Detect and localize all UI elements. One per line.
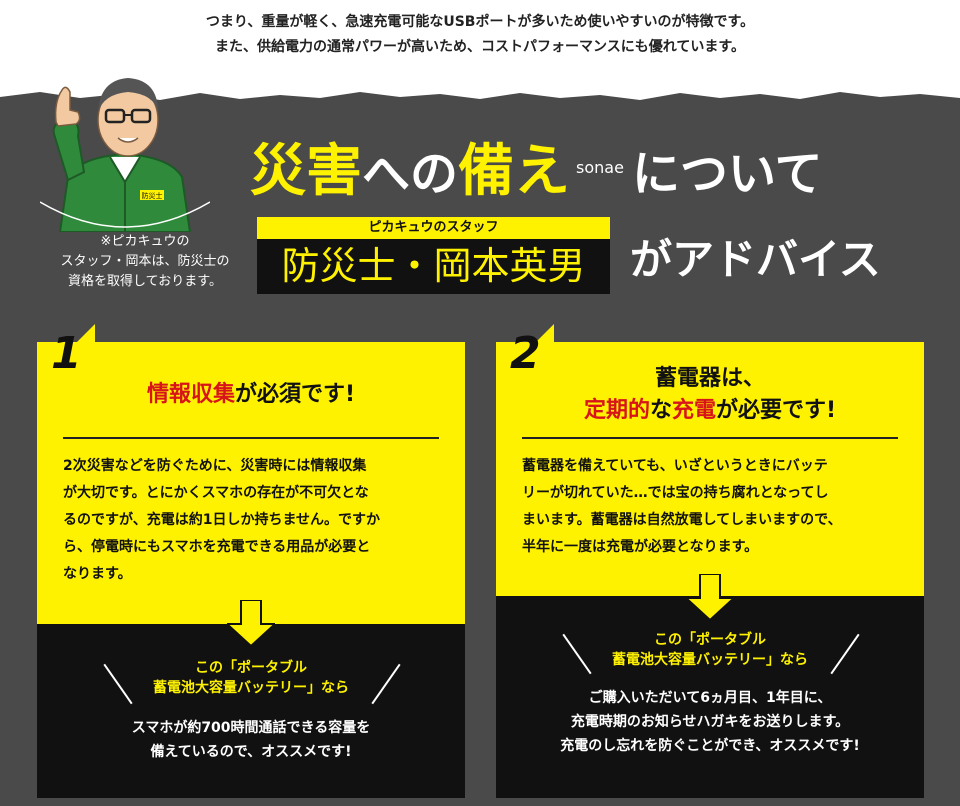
card-1-product-line-2: 蓄電池大容量バッテリー」なら bbox=[153, 680, 349, 696]
card-1-body-line: が大切です。とにかくスマホの存在が不可欠とな bbox=[63, 485, 369, 501]
note-line-3: 資格を取得しております。 bbox=[68, 274, 222, 289]
card-2-body: 蓄電器を備えていても、いざというときにバッテ リーが切れていた…では宝の持ち腐れ… bbox=[522, 453, 842, 561]
card-1-number: 1 bbox=[51, 328, 82, 379]
card-1-result-line: スマホが約700時間通話できる容量を bbox=[131, 720, 371, 736]
advice-card-1: 1 情報収集が必須です! 2次災害などを防ぐために、災害時には情報収集 が大切で… bbox=[37, 324, 465, 798]
card-1-body-line: るのですが、充電は約1日しか持ちません。ですか bbox=[63, 512, 381, 528]
mascot-badge: 防災士 bbox=[142, 191, 163, 200]
card-2-result-line: 充電のし忘れを防ぐことができ、オススメです! bbox=[560, 738, 860, 754]
headline-nitsuite: について bbox=[631, 146, 823, 202]
down-arrow-icon bbox=[227, 600, 275, 648]
note-line-2: スタッフ・岡本は、防災士の bbox=[60, 254, 230, 269]
card-2-title-mid: な bbox=[649, 398, 672, 423]
card-2-title-red-1: 定期的 bbox=[583, 398, 650, 423]
card-2-black-panel bbox=[496, 596, 924, 798]
staff-mascot-illustration: 防災士 bbox=[40, 78, 210, 232]
headline-saigai: 災害 bbox=[250, 139, 362, 204]
note-line-1: ※ピカキュウの bbox=[100, 234, 190, 249]
card-2-title-rest: が必要です! bbox=[716, 398, 837, 423]
card-1-yellow-shape bbox=[37, 324, 465, 624]
card-2-title-red-2: 充電 bbox=[671, 398, 716, 423]
intro-text: つまり、重量が軽く、急速充電可能なUSBポートが多いため使いやすいのが特徴です。… bbox=[0, 10, 960, 60]
card-2-body-line: リーが切れていた…では宝の持ち腐れとなってし bbox=[522, 485, 829, 501]
card-2-body-line: 半年に一度は充電が必要となります。 bbox=[522, 539, 759, 555]
card-1-title: 情報収集が必須です! bbox=[37, 380, 465, 410]
card-2-title-line-2: 定期的な充電が必要です! bbox=[496, 396, 924, 426]
card-1-divider bbox=[63, 437, 439, 439]
headline-sonae: 備え bbox=[458, 139, 571, 204]
card-2-result-line: ご購入いただいて6ヵ月目、1年目に、 bbox=[588, 690, 832, 706]
card-2-number: 2 bbox=[510, 328, 541, 379]
card-2-product: この「ポータブル 蓄電池大容量バッテリー」なら bbox=[496, 630, 924, 670]
card-2-title-line-1: 蓄電器は、 bbox=[654, 366, 765, 391]
card-2-divider bbox=[522, 437, 898, 439]
card-1-black-panel bbox=[37, 624, 465, 798]
staff-label: ピカキュウのスタッフ bbox=[257, 217, 610, 239]
card-1-body-line: なります。 bbox=[63, 566, 132, 582]
card-1-body-line: 2次災害などを防ぐために、災害時には情報収集 bbox=[63, 458, 367, 474]
card-1-product-line-1: この「ポータブル bbox=[195, 660, 307, 676]
page-headline: 災害への備え sonae について bbox=[250, 138, 823, 204]
intro-line-2: また、供給電力の通常パワーが高いため、コストパフォーマンスにも優れています。 bbox=[215, 39, 745, 55]
card-1-body-line: ら、停電時にもスマホを充電できる用品が必要と bbox=[63, 539, 371, 555]
staff-note: ※ピカキュウの スタッフ・岡本は、防災士の 資格を取得しております。 bbox=[20, 232, 270, 292]
card-1-result-line: 備えているので、オススメです! bbox=[150, 744, 352, 760]
intro-line-1: つまり、重量が軽く、急速充電可能なUSBポートが多いため使いやすいのが特徴です。 bbox=[205, 14, 755, 30]
card-2-body-line: 蓄電器を備えていても、いざというときにバッテ bbox=[522, 458, 828, 474]
card-1-title-rest: が必須です! bbox=[234, 382, 356, 407]
card-2-result-line: 充電時期のお知らせハガキをお送りします。 bbox=[570, 714, 850, 730]
advise-text: がアドバイス bbox=[630, 235, 881, 284]
card-2-yellow-shape bbox=[496, 324, 924, 596]
card-2-result: ご購入いただいて6ヵ月目、1年目に、 充電時期のお知らせハガキをお送りします。 … bbox=[496, 686, 924, 758]
down-arrow-icon bbox=[686, 574, 734, 622]
advice-card-2: 2 蓄電器は、 定期的な充電が必要です! 蓄電器を備えていても、いざというときに… bbox=[496, 324, 924, 798]
headline-sonae-romaji: sonae bbox=[576, 158, 624, 177]
card-1-body: 2次災害などを防ぐために、災害時には情報収集 が大切です。とにかくスマホの存在が… bbox=[63, 453, 380, 588]
staff-name: 防災士・岡本英男 bbox=[257, 239, 610, 294]
card-1-product: この「ポータブル 蓄電池大容量バッテリー」なら bbox=[37, 658, 465, 698]
card-1-result: スマホが約700時間通話できる容量を 備えているので、オススメです! bbox=[37, 716, 465, 764]
headline-heno: への bbox=[362, 146, 459, 202]
card-2-body-line: まいます。蓄電器は自然放電してしまいますので、 bbox=[522, 512, 842, 528]
card-2-product-line-1: この「ポータブル bbox=[654, 632, 766, 648]
card-2-product-line-2: 蓄電池大容量バッテリー」なら bbox=[612, 652, 808, 668]
card-1-title-red: 情報収集 bbox=[146, 382, 235, 407]
